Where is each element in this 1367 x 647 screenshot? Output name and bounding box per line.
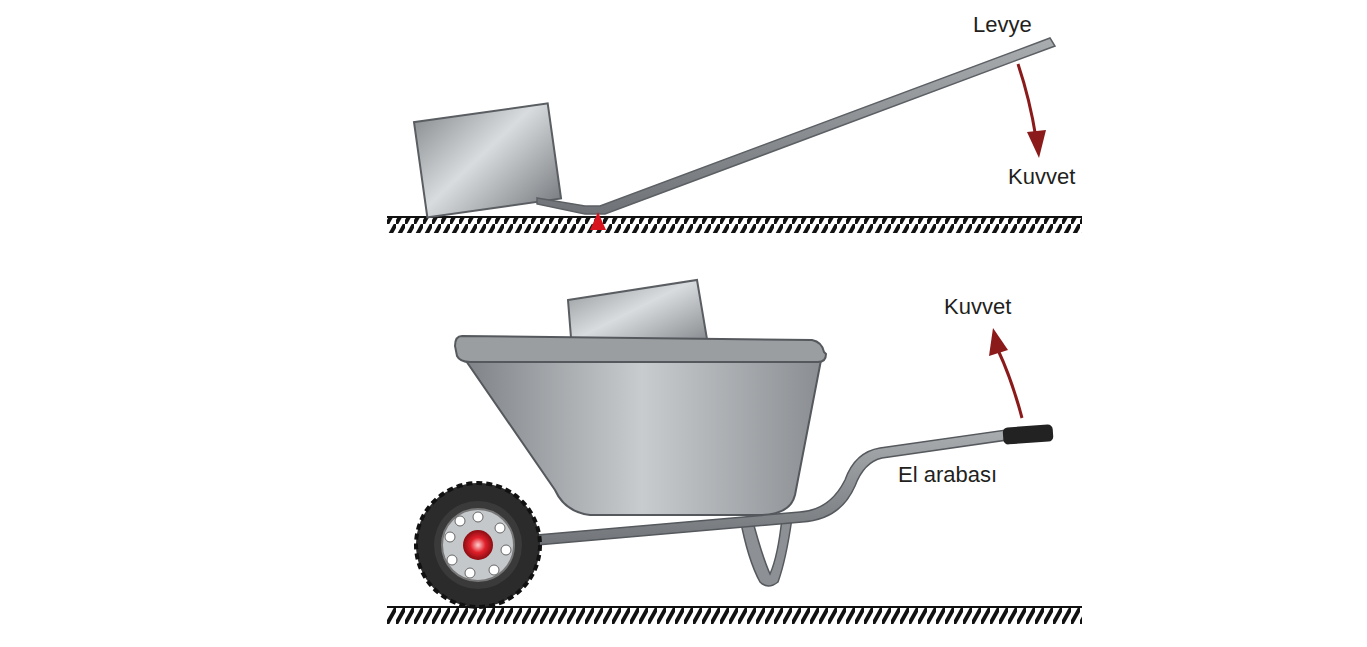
grip [1003,424,1054,444]
force-arrow [1018,64,1036,138]
lever-label: Levye [973,14,1032,36]
leg [740,518,792,586]
wheel [416,483,540,607]
bucket [462,355,822,515]
rim [455,336,826,362]
force-label: Kuvvet [944,296,1011,318]
ground [387,607,1082,624]
ground [387,217,1082,233]
force-label: Kuvvet [1008,166,1075,188]
force-arrow [998,350,1022,418]
handle [478,430,1007,550]
fulcrum [590,212,606,230]
wheelbarrow-label: El arabası [898,464,997,486]
lever [537,38,1055,214]
